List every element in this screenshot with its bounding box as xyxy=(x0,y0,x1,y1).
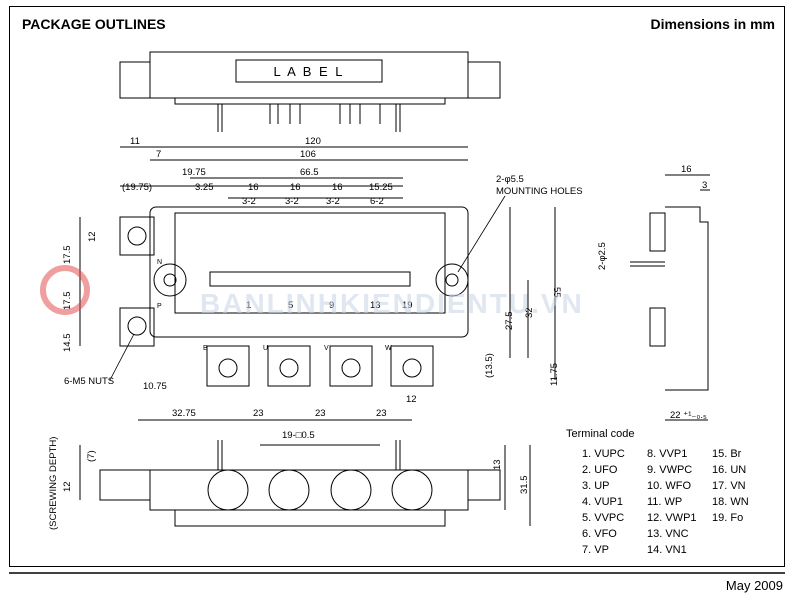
dim-17-5-a: 17.5 xyxy=(62,246,73,265)
nuts-label: 6-M5 NUTS xyxy=(64,376,114,387)
terminal-item: 5. VVPC xyxy=(582,512,625,524)
terminal-item: 9. VWPC xyxy=(647,464,693,476)
dim-7: 7 xyxy=(156,149,161,160)
units-label: Dimensions in mm xyxy=(650,16,775,32)
dim-6-2: 6-2 xyxy=(370,196,384,207)
mounting-holes-label: MOUNTING HOLES xyxy=(496,186,583,197)
pin-number-19: 19 xyxy=(402,300,413,311)
page-title: PACKAGE OUTLINES xyxy=(22,16,166,32)
terminal-item: 11. WP xyxy=(647,496,683,508)
dim-19-75-ref: (19.75) xyxy=(122,182,152,193)
dim-side-22: 22 ⁺¹₋₀.₅ xyxy=(670,410,707,421)
terminal-item: 6. VFO xyxy=(582,528,617,540)
terminal-item: 2. UFO xyxy=(582,464,618,476)
dim-15-25: 15.25 xyxy=(369,182,393,193)
terminal-item: 14. VN1 xyxy=(647,544,687,556)
terminal-letter-w: W xyxy=(385,345,392,352)
terminal-item: 4. VUP1 xyxy=(582,496,623,508)
terminal-item: 1. VUPC xyxy=(582,448,625,460)
dim-11-75: 11.75 xyxy=(549,363,560,386)
dim-side-3: 3 xyxy=(702,180,707,191)
watermark-logo-icon xyxy=(40,265,90,315)
terminal-item: 10. WFO xyxy=(647,480,692,492)
terminal-item: 7. VP xyxy=(582,544,609,556)
dim-side-16: 16 xyxy=(681,164,692,175)
pin-number-1: 1 xyxy=(246,300,251,311)
pin-pitch-label: 19-□0.5 xyxy=(282,430,315,441)
terminal-column-3: 15. Br 16. UN 17. VN 18. WN 19. Fo xyxy=(712,446,749,526)
date-footer: May 2009 xyxy=(725,578,783,593)
terminal-letter-b: B xyxy=(203,345,208,352)
dim-66-5: 66.5 xyxy=(300,167,319,178)
dim-23-b: 23 xyxy=(315,408,326,419)
dim-120: 120 xyxy=(305,136,321,147)
terminal-item: 13. VNC xyxy=(647,528,689,540)
terminal-letter-p: P xyxy=(157,303,162,310)
terminal-item: 16. UN xyxy=(712,464,747,476)
terminal-letter-v: V xyxy=(324,345,329,352)
dim-17-5-b: 17.5 xyxy=(62,292,73,311)
dim-23-a: 23 xyxy=(253,408,264,419)
terminal-item: 17. VN xyxy=(712,480,746,492)
dim-106: 106 xyxy=(300,149,316,160)
dim-55: 55 xyxy=(551,287,562,298)
dim-3-25: 3.25 xyxy=(195,182,214,193)
dim-12-right: 12 xyxy=(406,394,417,405)
dim-23-c: 23 xyxy=(376,408,387,419)
mounting-holes-dia: 2-φ5.5 xyxy=(496,174,524,185)
terminal-column-1: 1. VUPC 2. UFO 3. UP 4. VUP1 5. VVPC 6. … xyxy=(582,446,625,558)
dim-10-75: 10.75 xyxy=(143,381,167,392)
pin-number-5: 5 xyxy=(288,300,293,311)
terminal-item: 19. Fo xyxy=(712,512,744,524)
dim-32: 32 xyxy=(524,307,535,318)
dim-3-2-c: 3-2 xyxy=(326,196,340,207)
pin-number-9: 9 xyxy=(329,300,334,311)
dim-14-5: 14.5 xyxy=(62,334,73,353)
top-view xyxy=(119,51,501,132)
dim-12-left: 12 xyxy=(87,231,98,242)
pin-number-13: 13 xyxy=(370,300,381,311)
terminal-letter-n: N xyxy=(157,259,162,266)
dim-16-c: 16 xyxy=(332,182,343,193)
terminal-letter-u: U xyxy=(263,345,268,352)
screwing-depth-label: (SCREWING DEPTH) xyxy=(48,437,59,530)
terminal-item: 18. WN xyxy=(712,496,749,508)
terminal-item: 3. UP xyxy=(582,480,610,492)
drawing-frame xyxy=(9,6,785,567)
dim-3-2-a: 3-2 xyxy=(242,196,256,207)
pin-dia-label: 2-φ2.5 xyxy=(597,242,608,270)
dim-19-75: 19.75 xyxy=(182,167,206,178)
dim-16-b: 16 xyxy=(290,182,301,193)
dim-32-75: 32.75 xyxy=(172,408,196,419)
dim-16-a: 16 xyxy=(248,182,259,193)
terminal-item: 15. Br xyxy=(712,448,742,460)
terminal-item: 12. VWP1 xyxy=(647,512,697,524)
side-view xyxy=(630,174,710,421)
terminal-column-2: 8. VVP1 9. VWPC 10. WFO 11. WP 12. VWP1 … xyxy=(647,446,697,558)
label-text: L A B E L xyxy=(273,64,344,79)
terminal-item: 8. VVP1 xyxy=(647,448,688,460)
front-view xyxy=(79,440,531,527)
dim-27-5: 27.5 xyxy=(504,312,515,331)
dim-7-lower: (7) xyxy=(86,450,97,462)
watermark-text: BANLINHKIENDIENTU.VN xyxy=(200,288,584,319)
dim-3-2-b: 3-2 xyxy=(285,196,299,207)
dim-31-5: 31.5 xyxy=(519,476,530,495)
plan-view xyxy=(79,146,556,421)
dim-12-lower: 12 xyxy=(62,481,73,492)
terminal-code-heading: Terminal code xyxy=(566,428,635,440)
dim-13-lower: 13 xyxy=(492,459,503,470)
dim-11: 11 xyxy=(130,136,140,147)
dim-13-5: (13.5) xyxy=(484,353,495,378)
